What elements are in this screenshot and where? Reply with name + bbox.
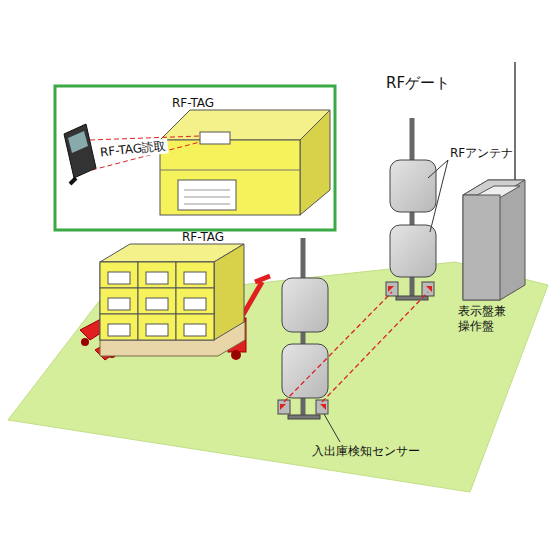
box-front bbox=[176, 262, 214, 288]
box-front bbox=[100, 314, 138, 340]
inset-box bbox=[160, 110, 330, 215]
box-front bbox=[176, 288, 214, 314]
sensor-label: 入出庫検知センサー bbox=[312, 444, 420, 459]
tag-label: RF-TAG bbox=[172, 96, 214, 111]
delivery-slip bbox=[146, 298, 168, 310]
delivery-slip bbox=[184, 324, 206, 336]
tag-label: RF-TAG bbox=[182, 230, 224, 245]
handheld-scanner bbox=[64, 124, 96, 184]
gate-title: RFゲート bbox=[386, 74, 450, 93]
delivery-slip bbox=[108, 272, 130, 284]
leader-line bbox=[430, 160, 448, 232]
delivery-slip bbox=[146, 324, 168, 336]
read-beam bbox=[90, 136, 200, 140]
box-front bbox=[176, 314, 214, 340]
kiosk bbox=[463, 180, 525, 300]
leader-line bbox=[324, 414, 340, 442]
delivery-slip bbox=[108, 324, 130, 336]
rf-gate-right bbox=[386, 118, 436, 300]
delivery-slip bbox=[108, 298, 130, 310]
box-stack bbox=[100, 244, 244, 340]
leader-line bbox=[428, 160, 448, 178]
box-front bbox=[138, 288, 176, 314]
pole bbox=[514, 62, 516, 182]
inset-frame bbox=[55, 86, 335, 230]
box-front bbox=[100, 288, 138, 314]
box-front bbox=[138, 262, 176, 288]
antenna-label: RFアンテナ bbox=[450, 146, 513, 161]
sensor-beam bbox=[322, 292, 428, 402]
box-front bbox=[100, 262, 138, 288]
delivery-slip bbox=[146, 272, 168, 284]
delivery-slip bbox=[184, 272, 206, 284]
panel-label: 表示盤兼 操作盤 bbox=[458, 304, 512, 334]
rf-gate-left bbox=[278, 238, 328, 419]
box-front bbox=[138, 314, 176, 340]
delivery-slip bbox=[184, 298, 206, 310]
